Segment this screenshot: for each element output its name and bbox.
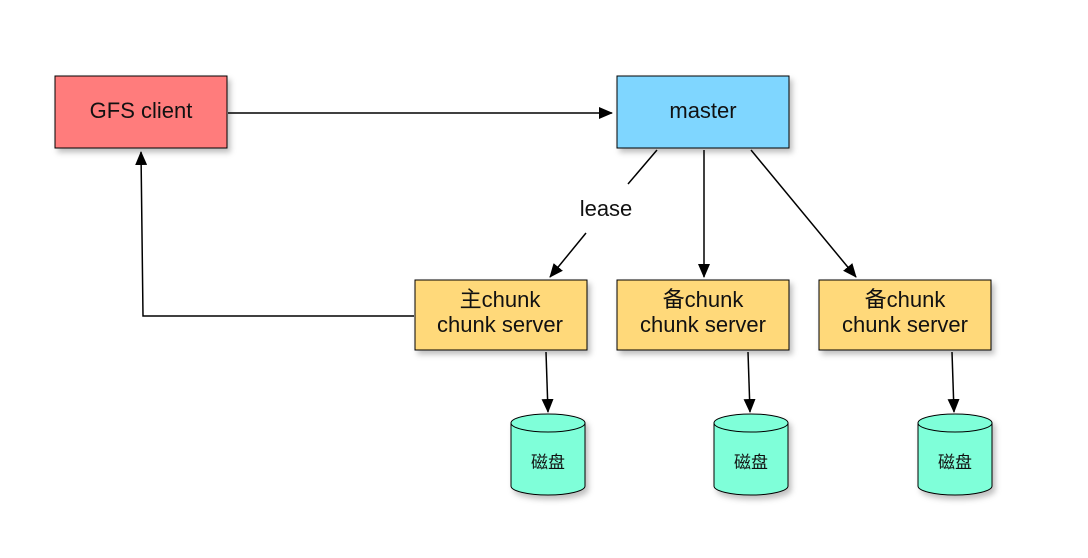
- edge-master-to-primary-upper: [627, 149, 658, 185]
- disk-1-top: [510, 413, 586, 433]
- disk-1-label: 磁盘: [531, 453, 565, 473]
- edge-primary-to-client: [135, 151, 414, 317]
- secondary-chunk-2-label: 备chunk: [865, 287, 947, 312]
- disk-3-label: 磁盘: [938, 453, 972, 473]
- client-box: [54, 75, 228, 149]
- secondary-chunk-server-1-box: [616, 279, 790, 351]
- disk-2-top: [713, 413, 789, 433]
- master-box: [616, 75, 790, 149]
- secondary-chunk-server-1-label: chunk server: [640, 312, 766, 337]
- primary-chunk-server-node: [414, 279, 588, 351]
- edge-primary-to-disk: [541, 351, 554, 413]
- master-node: [616, 75, 790, 149]
- secondary-chunk-server-2-label: chunk server: [842, 312, 968, 337]
- secondary-chunk-server-1-node: [616, 279, 790, 351]
- primary-chunk-label: 主chunk: [460, 287, 542, 312]
- secondary-chunk-server-2-box: [818, 279, 992, 351]
- primary-chunk-server-label: chunk server: [437, 312, 563, 337]
- disk-3-top: [917, 413, 993, 433]
- lease-label: lease: [580, 196, 633, 221]
- disk-2-body: [713, 422, 789, 496]
- client-label: GFS client: [90, 98, 193, 123]
- secondary-chunk-1-label: 备chunk: [663, 287, 745, 312]
- disk-2: [713, 413, 789, 496]
- disk-1-body: [510, 422, 586, 496]
- edge-secondary-2-to-disk: [947, 351, 960, 413]
- master-label: master: [669, 98, 736, 123]
- disk-3: [917, 413, 993, 496]
- secondary-chunk-server-2-node: [818, 279, 992, 351]
- disk-2-label: 磁盘: [734, 453, 768, 473]
- edge-master-to-primary-lower: [549, 232, 587, 278]
- primary-chunk-server-box: [414, 279, 588, 351]
- edges: [135, 107, 960, 413]
- edge-secondary-1-to-disk: [743, 351, 756, 413]
- edge-master-to-secondary-2: [750, 149, 857, 278]
- client-node: [54, 75, 228, 149]
- disk-3-body: [917, 422, 993, 496]
- disk-1: [510, 413, 586, 496]
